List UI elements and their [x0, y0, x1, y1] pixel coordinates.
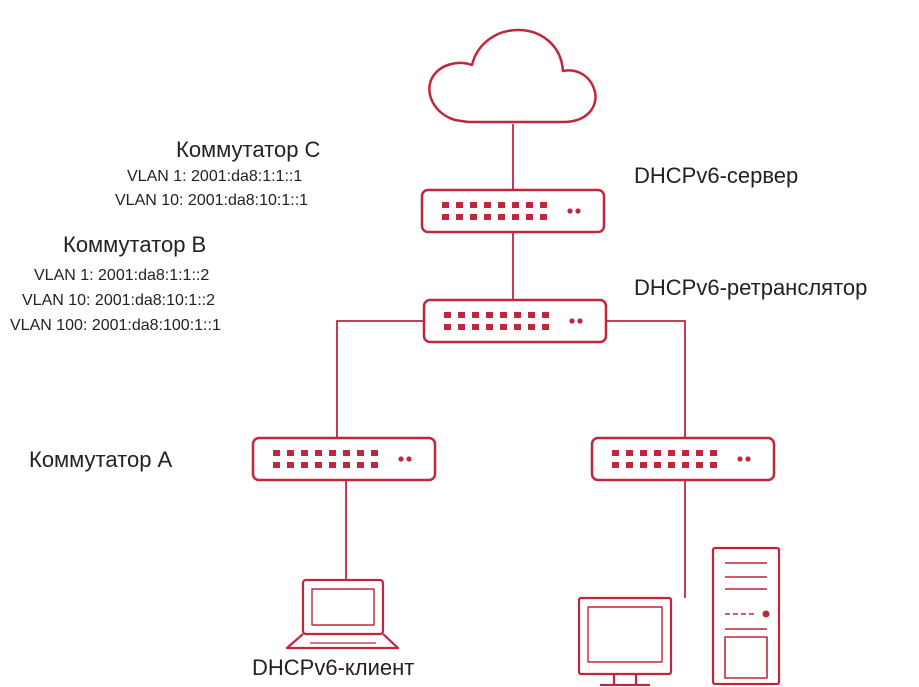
switch-c-name: Коммутатор C	[176, 137, 321, 162]
switch-a-name: Коммутатор A	[29, 447, 173, 472]
client-label: DHCPv6-клиент	[252, 655, 415, 680]
cloud-icon	[428, 28, 597, 124]
switch-b	[422, 298, 608, 344]
switch-b-vlan100-address: VLAN 100: 2001:da8:100:1::1	[10, 317, 221, 334]
switch-b-vlan1-address: VLAN 1: 2001:da8:1:1::2	[34, 267, 210, 284]
switch-c-vlan10-address: VLAN 10: 2001:da8:10:1::1	[115, 192, 309, 209]
switch-a	[251, 436, 437, 482]
switch-b-role: DHCPv6-ретранслятор	[634, 275, 868, 300]
switch-c	[420, 188, 606, 234]
laptop-icon	[285, 578, 400, 650]
switch-c-vlan1-address: VLAN 1: 2001:da8:1:1::1	[127, 168, 303, 185]
switch-b-name: Коммутатор B	[63, 232, 207, 257]
switch-d	[590, 436, 776, 482]
switch-b-vlan10-address: VLAN 10: 2001:da8:10:1::2	[22, 292, 216, 309]
desktop-computer-icon	[577, 546, 781, 687]
switch-c-role: DHCPv6-сервер	[634, 163, 799, 188]
connection-lines	[336, 124, 686, 598]
